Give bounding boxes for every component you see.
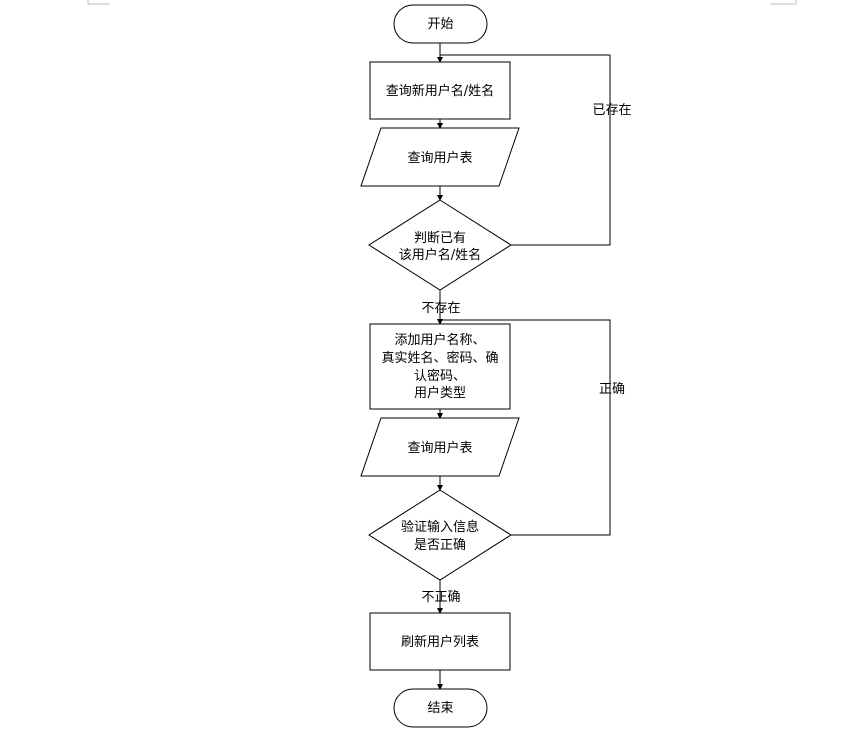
edge-label-exists: 已存在 <box>592 103 631 118</box>
start-label: 开始 <box>427 17 453 32</box>
validate-label-line1: 验证输入信息 <box>401 519 479 535</box>
edge-label-correct: 正确 <box>599 382 625 397</box>
add-user-label-line1: 添加用户名称、 <box>394 332 485 348</box>
query-new-user-node: 查询新用户名/姓名 <box>369 61 511 120</box>
refresh-list-label: 刷新用户列表 <box>401 634 479 650</box>
add-user-label-line2: 真实姓名、密码、确 <box>381 350 498 366</box>
refresh-list-node: 刷新用户列表 <box>369 612 511 671</box>
query-new-user-label: 查询新用户名/姓名 <box>386 83 494 99</box>
add-user-node: 添加用户名称、 真实姓名、密码、确 认密码、 用户类型 <box>369 323 511 410</box>
check-exists-label-line1: 判断已有 <box>414 231 466 246</box>
query-user-table-2-node: 查询用户表 <box>360 417 520 477</box>
start-node: 开始 <box>393 4 488 44</box>
query-user-table-2-label: 查询用户表 <box>407 440 472 456</box>
query-user-table-1-node: 查询用户表 <box>360 127 520 187</box>
edge-correct-loop <box>440 319 611 536</box>
check-exists-decision: 判断已有 该用户名/姓名 <box>368 199 512 291</box>
page-corner-mark-right <box>770 0 797 5</box>
edge-exists-loop <box>440 54 611 246</box>
add-user-label-line4: 用户类型 <box>414 385 466 401</box>
page-corner-mark-left <box>87 0 110 5</box>
validate-decision: 验证输入信息 是否正确 <box>368 489 512 581</box>
add-user-label-line3: 认密码、 <box>414 368 466 384</box>
validate-label-line2: 是否正确 <box>414 538 466 553</box>
edge-label-not-exists: 不存在 <box>421 301 460 316</box>
check-exists-label-line2: 该用户名/姓名 <box>399 247 481 263</box>
end-label: 结束 <box>427 701 453 716</box>
end-node: 结束 <box>393 688 488 728</box>
query-user-table-1-label: 查询用户表 <box>407 150 472 166</box>
edge-label-incorrect: 不正确 <box>421 590 460 605</box>
